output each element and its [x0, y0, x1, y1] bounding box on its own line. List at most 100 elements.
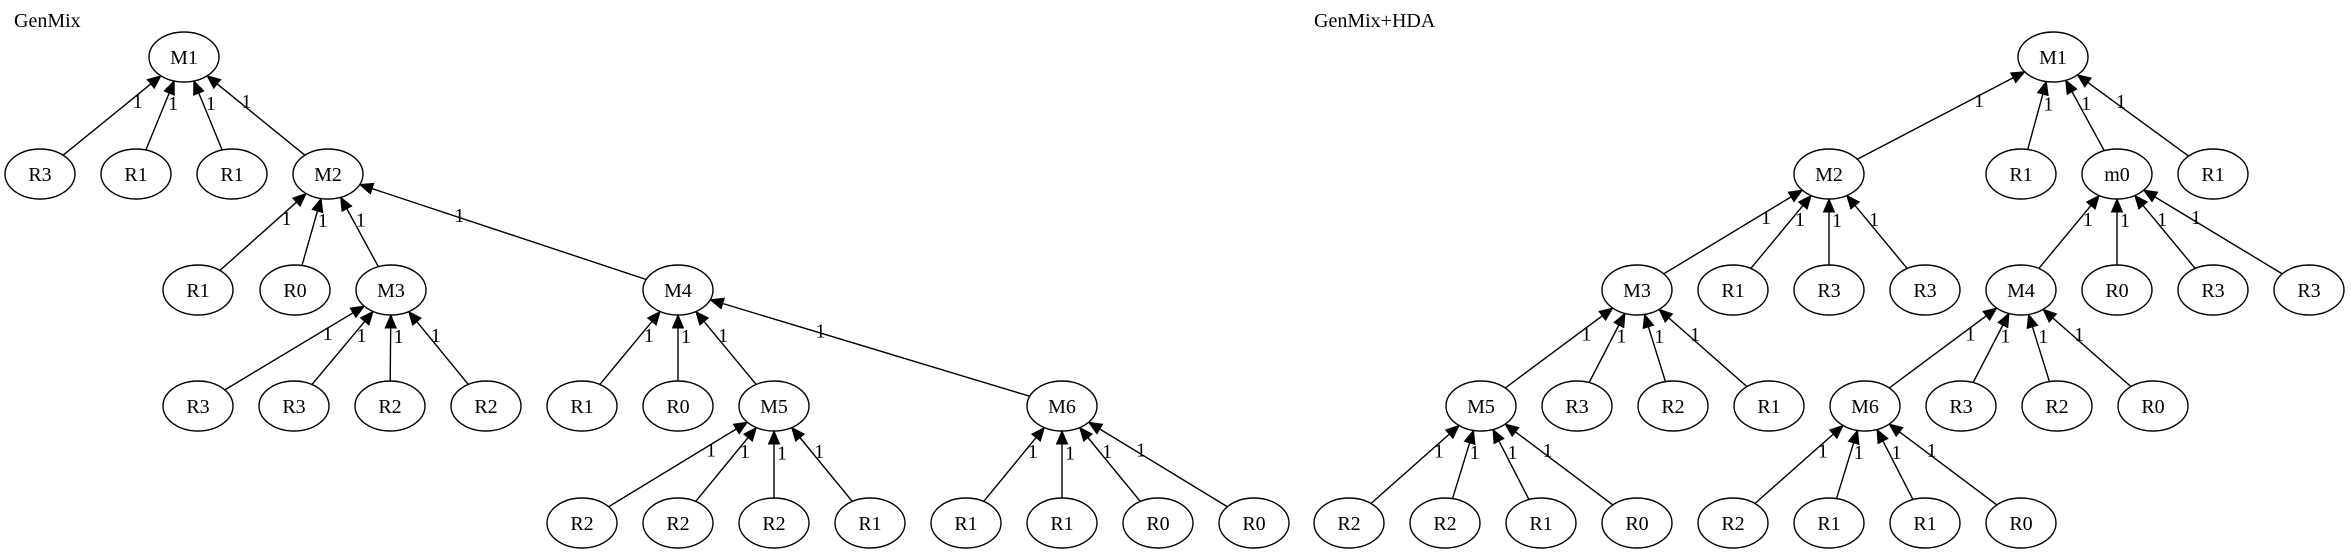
edge-weight-label: 1	[1470, 442, 1480, 464]
node-label: M1	[170, 47, 198, 69]
arrowhead-icon	[163, 79, 175, 96]
edge-M3-to-M2: 1	[1663, 189, 1804, 275]
arrowhead-icon	[349, 305, 366, 319]
arrowhead-icon	[2076, 74, 2093, 88]
edge-R2d-to-M5: 1	[695, 426, 758, 502]
edge-R0c-to-M6: 1	[1078, 426, 1141, 502]
arrowhead-icon	[1797, 194, 1813, 210]
node-ellipse	[1601, 264, 1673, 316]
arrowhead-icon	[1828, 424, 1844, 440]
edge-weight-label: 1	[1892, 442, 1902, 464]
edge-weight-label: 1	[431, 325, 441, 347]
edge-R0d-to-M6: 1	[1087, 421, 1228, 508]
edge-weight-label: 1	[454, 205, 464, 227]
node-label: R1	[2201, 164, 2224, 186]
edge-M3-to-M2: 1	[340, 196, 379, 268]
edge-R0a-to-M2: 1	[301, 197, 328, 266]
edge-weight-label: 1	[1869, 209, 1879, 231]
edge-weight-label: 1	[1136, 439, 1146, 461]
edge-R3e-to-M3: 1	[1588, 312, 1626, 383]
node-R2a: R2	[1637, 380, 1709, 432]
edge-R2c-to-M5: 1	[1370, 424, 1460, 505]
node-M4: M4	[642, 264, 714, 316]
edge-R2b-to-M3: 1	[407, 310, 469, 385]
edge-line	[311, 320, 366, 385]
edge-line	[216, 83, 306, 156]
node-ellipse	[1925, 380, 1997, 432]
node-ellipse	[2021, 380, 2093, 432]
node-R0b: R0	[2117, 380, 2189, 432]
arrowhead-icon	[694, 310, 710, 326]
node-label: R3	[282, 396, 305, 418]
edge-R2e-to-M5: 1	[767, 429, 787, 498]
node-label: R0	[283, 280, 306, 302]
edge-line	[1888, 315, 1987, 389]
node-label: R2	[378, 396, 401, 418]
node-label: R0	[1242, 513, 1265, 535]
edge-R1c-to-M2: 1	[219, 192, 308, 272]
node-ellipse	[162, 380, 234, 432]
node-M6: M6	[1829, 380, 1901, 432]
node-ellipse	[1505, 497, 1577, 549]
node-ellipse	[1793, 497, 1865, 549]
node-ellipse	[642, 380, 714, 432]
node-label: M3	[377, 280, 405, 302]
edge-line	[1515, 431, 1614, 506]
edge-weight-label: 1	[1832, 210, 1842, 232]
edge-weight-label: 1	[644, 325, 654, 347]
arrowhead-icon	[2036, 80, 2049, 97]
edge-weight-label: 1	[1102, 441, 1112, 463]
edge-line	[2027, 93, 2044, 150]
edge-R3c-to-m0: 1	[2133, 194, 2196, 269]
edge-R1e-to-M5: 1	[1492, 428, 1530, 500]
node-label: M2	[314, 164, 342, 186]
arrowhead-icon	[1982, 307, 1998, 322]
node-R0c: R0	[1122, 497, 1194, 549]
edge-R1d-to-M3: 1	[1658, 308, 1748, 388]
edge-M2-to-M1: 1	[1856, 71, 2026, 160]
node-label: R0	[1625, 513, 1648, 535]
node-ellipse	[1985, 497, 2057, 549]
node-R1g: R1	[1889, 497, 1961, 549]
node-R3b: R3	[162, 380, 234, 432]
node-R1a: R1	[100, 148, 172, 200]
arrowhead-icon	[1598, 307, 1614, 322]
node-label: M5	[1467, 396, 1495, 418]
node-R3f: R3	[1925, 380, 1997, 432]
node-ellipse	[1601, 497, 1673, 549]
edge-M2-to-M1: 1	[206, 74, 306, 156]
edge-weight-label: 1	[1818, 440, 1828, 462]
arrowhead-icon	[1658, 308, 1674, 324]
node-label: R2	[762, 513, 785, 535]
edge-R1a-to-M1: 1	[2027, 80, 2053, 150]
edge-weight-label: 1	[681, 326, 691, 348]
edge-line	[346, 208, 379, 268]
edge-weight-label: 1	[282, 208, 292, 230]
node-R1f: R1	[1793, 497, 1865, 549]
node-label: R1	[1757, 396, 1780, 418]
edge-line	[1899, 431, 1998, 506]
node-ellipse	[2177, 264, 2249, 316]
arrowhead-icon	[407, 310, 423, 326]
node-R0c: R0	[1601, 497, 1673, 549]
node-label: M4	[2007, 280, 2035, 302]
edge-line	[1504, 315, 1603, 389]
edge-line	[2052, 317, 2132, 388]
arrowhead-icon	[1492, 428, 1505, 445]
node-label: R3	[186, 396, 209, 418]
arrowhead-icon	[767, 429, 781, 445]
node-ellipse	[196, 148, 268, 200]
edge-line	[1647, 326, 1667, 382]
node-M1: M1	[2017, 31, 2089, 83]
node-label: R3	[1817, 280, 1840, 302]
node-ellipse	[642, 264, 714, 316]
node-R2d: R2	[642, 497, 714, 549]
node-label: R2	[2045, 396, 2068, 418]
node-label: R1	[1817, 513, 1840, 535]
edge-weight-label: 1	[814, 441, 824, 463]
edge-weight-label: 1	[777, 442, 787, 464]
edge-R3b-to-M3: 1	[224, 305, 366, 391]
arrowhead-icon	[1787, 189, 1804, 203]
